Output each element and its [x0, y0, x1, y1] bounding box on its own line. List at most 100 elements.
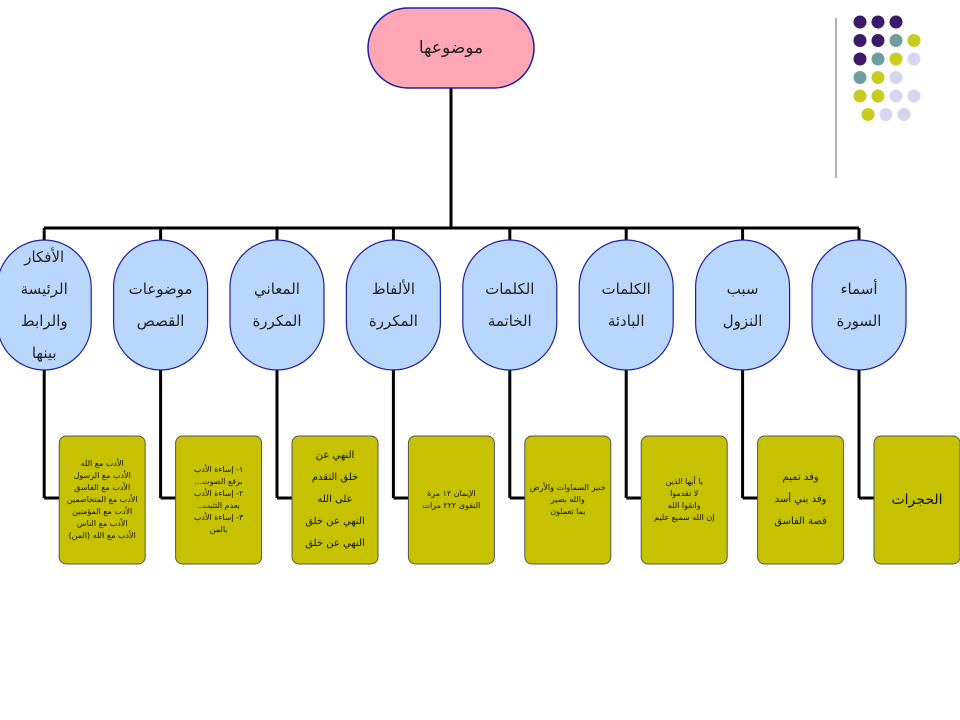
branch-box	[407, 435, 495, 565]
branch-box-item: الإيمان ١٢ مرة	[427, 489, 476, 498]
decorative-dot	[907, 34, 921, 47]
decorative-dot	[889, 52, 903, 66]
decorative-dot	[889, 89, 903, 103]
decorative-dot	[871, 15, 885, 29]
branch-box	[640, 435, 728, 565]
branch-box-text: يا أيها الذين لا تقدموا واتقوا الله إن الله…	[640, 438, 728, 562]
branch-box	[58, 435, 146, 565]
branch-box-item: على الله	[317, 494, 353, 505]
branch-box-text: خبير السماوات والأرض والله بصير بما تعملون	[524, 438, 612, 562]
branch-box-item: النهي عن	[315, 450, 355, 461]
branch-title-line: موضوعات	[128, 280, 193, 298]
branch-box-item: برفع الصوت...	[194, 477, 243, 486]
branch-box-item: الأدب مع الفاسق	[74, 483, 131, 492]
branch-box-text: ١- إساءة الأدب برفع الصوت... ٢- إساءة الأد…	[175, 438, 263, 562]
branch-oval	[0, 239, 92, 371]
branch-title-line: أسماء	[840, 280, 878, 298]
decorative-dot	[853, 15, 867, 29]
branch-box-item: الأدب مع الله	[80, 459, 124, 468]
branch-title-line: المعاني	[254, 280, 300, 298]
decorative-dot	[853, 52, 867, 66]
branch-box-item: لا تقدموا	[670, 489, 699, 498]
branch-title-line: الكلمات	[485, 280, 535, 298]
branch-title-line: السورة	[836, 312, 882, 330]
branch-title: موضوعات القصص	[113, 273, 209, 337]
branch-box-item: إن الله سميع عليم	[653, 513, 715, 522]
branch-box-item: خبير السماوات والأرض	[529, 483, 606, 492]
branch-title-line: بينها	[31, 344, 57, 362]
branch-box	[757, 435, 845, 565]
branch-box-item: قصة الفاسق	[774, 516, 827, 527]
decorative-dot-pattern	[835, 15, 921, 178]
branch-box-text: الإيمان ١٢ مرة التقوى ٢٢٢ مرات	[407, 438, 495, 562]
branch-title-line: والرابط	[20, 312, 68, 330]
branch-box-item: النهي عن خلق	[305, 538, 365, 549]
decorative-dot	[871, 71, 885, 84]
branch-box-item: بما تعملون	[550, 507, 586, 516]
branch-oval	[112, 239, 209, 371]
decorative-dot	[889, 34, 903, 47]
branch-box-item: الأدب مع المتخاصمين	[66, 495, 138, 504]
branch-title: المعاني المكررة	[229, 273, 325, 337]
branch-oval	[578, 239, 674, 371]
branch-title: الكلمات الخاتمة	[462, 273, 558, 337]
branch-oval	[229, 239, 325, 371]
decorative-dot	[879, 108, 893, 121]
branch-box-item: ١- إساءة الأدب	[193, 465, 244, 474]
branch-box-item: واتقوا الله	[667, 501, 701, 510]
branch-box-item: الحجرات	[891, 492, 943, 508]
branch-box-text: الحجرات	[873, 438, 960, 562]
branch-box-item: والله بصير	[550, 495, 585, 504]
branch-oval	[811, 239, 907, 371]
decorative-dot	[907, 52, 921, 66]
branch-oval	[694, 239, 791, 371]
branch-title-line: الخاتمة	[487, 312, 532, 330]
branch-title-line: المكررة	[368, 312, 418, 330]
decorative-dot	[861, 108, 875, 121]
branch-oval	[462, 239, 558, 371]
decorative-dot	[871, 34, 885, 47]
decorative-dot	[853, 89, 867, 103]
branch-box-item: وفد تميم	[782, 472, 819, 483]
decorative-dot	[907, 89, 921, 103]
branch-box-item: بعدم التثبت..	[197, 501, 240, 510]
branch-title-line: النزول	[722, 312, 763, 330]
branch-box-item: ٣- إساءة الأدب	[193, 513, 244, 522]
branch-box	[524, 435, 612, 565]
decorative-dot	[871, 89, 885, 103]
decorative-dot	[897, 108, 911, 121]
branch-title-line: الرئيسة	[20, 280, 68, 298]
branch-title-line: القصص	[136, 312, 185, 330]
decorative-dot	[853, 34, 867, 47]
decorative-dot	[889, 15, 903, 29]
branch-box-text: وفد تميم وفد بني أسد قصة الفاسق	[757, 438, 845, 562]
branch-box-item: الأدب مع الله (المن)	[68, 531, 136, 540]
branch-box-item: وفد بني أسد	[774, 494, 827, 505]
branch-title: أسماء السورة	[811, 273, 907, 337]
branch-box-item: النهي عن خلق	[305, 516, 365, 527]
branch-title-line: الأفكار	[24, 248, 65, 266]
branch-box-item: ٢- إساءة الأدب	[193, 489, 244, 498]
branch-oval	[345, 239, 441, 371]
branch-title-line: البادئة	[607, 312, 645, 330]
root-node	[367, 7, 535, 89]
decorative-dot	[889, 71, 903, 84]
branch-box-item: التقوى ٢٢٢ مرات	[422, 501, 481, 510]
branch-box-item: الأدب مع المؤمنين	[72, 507, 133, 516]
branch-box-item: الأدب مع الناس	[76, 519, 128, 528]
branch-box	[175, 435, 263, 565]
branch-title-line: المكررة	[252, 312, 302, 330]
branch-box-item: يا أيها الذين	[665, 477, 703, 486]
branch-box	[873, 435, 960, 565]
branch-title: الأفكار الرئيسة والرابط بينها	[0, 241, 92, 369]
decorative-dot	[853, 71, 867, 84]
branch-box-item: بالمن	[209, 525, 228, 534]
branch-box-item: الأدب مع الرسول	[73, 471, 131, 480]
root-label: موضوعها	[418, 38, 484, 58]
branch-box	[291, 435, 379, 565]
